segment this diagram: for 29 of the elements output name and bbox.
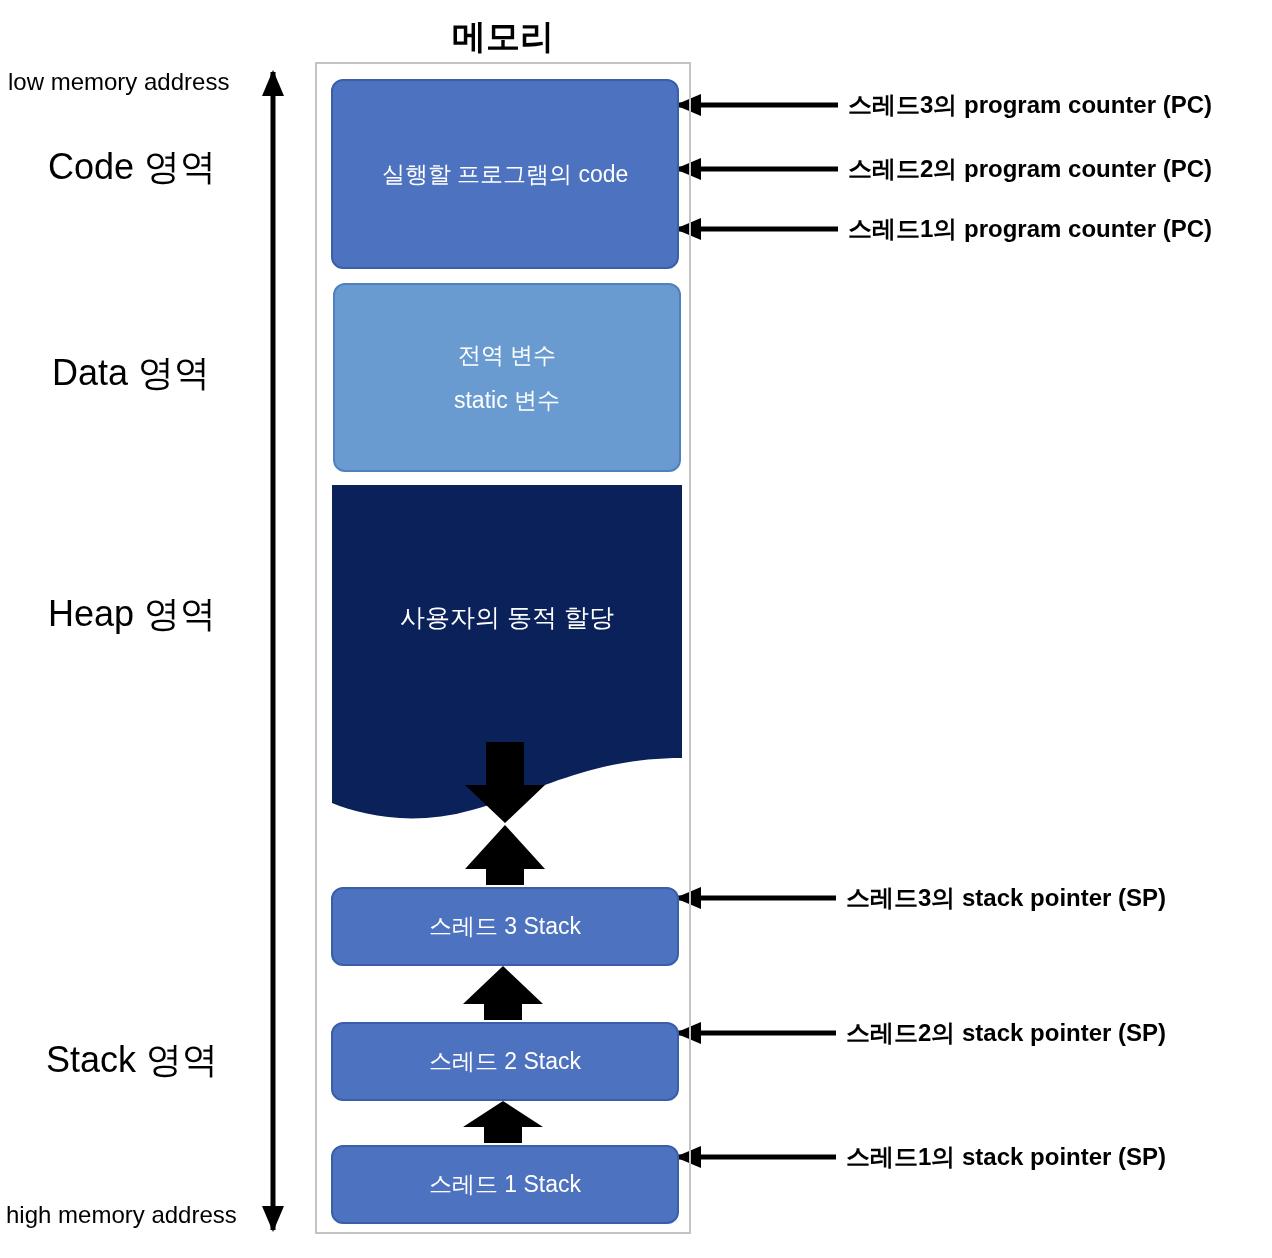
box-text: 실행할 프로그램의 code: [381, 159, 629, 189]
region-label: Heap 영역: [48, 592, 217, 636]
pointer-label: 스레드1의 program counter (PC): [838, 210, 1248, 248]
region-label: Code 영역: [48, 145, 217, 189]
region-label: Stack 영역: [46, 1038, 219, 1082]
heap-shape: [332, 485, 682, 825]
axis-label: low memory address: [8, 68, 230, 96]
pointer-label: 스레드3의 stack pointer (SP): [836, 879, 1216, 917]
box-text: 스레드 1 Stack: [428, 1170, 582, 1199]
block-arrow: [463, 966, 543, 1020]
box-text: 스레드 2 Stack: [428, 1047, 582, 1076]
stack-box: [331, 1022, 679, 1101]
code-box: [331, 79, 679, 269]
block-arrow: [463, 1101, 543, 1143]
pointer-label: 스레드2의 program counter (PC): [838, 150, 1248, 188]
pointer-label: 스레드2의 stack pointer (SP): [836, 1014, 1216, 1052]
box-text: static 변수: [453, 385, 561, 415]
axis-label: high memory address: [6, 1201, 237, 1229]
box-text: 전역 변수: [457, 340, 557, 370]
stack-box: [331, 887, 679, 966]
frame-title: 메모리: [451, 16, 555, 57]
pointer-label: 스레드3의 program counter (PC): [838, 86, 1248, 124]
block-arrow: [465, 825, 545, 885]
stack-box: [331, 1145, 679, 1224]
box-text: 사용자의 동적 할당: [399, 602, 615, 633]
data-box: [333, 283, 681, 472]
box-text: 스레드 3 Stack: [428, 912, 582, 941]
region-label: Data 영역: [52, 351, 211, 395]
pointer-label: 스레드1의 stack pointer (SP): [836, 1138, 1216, 1176]
